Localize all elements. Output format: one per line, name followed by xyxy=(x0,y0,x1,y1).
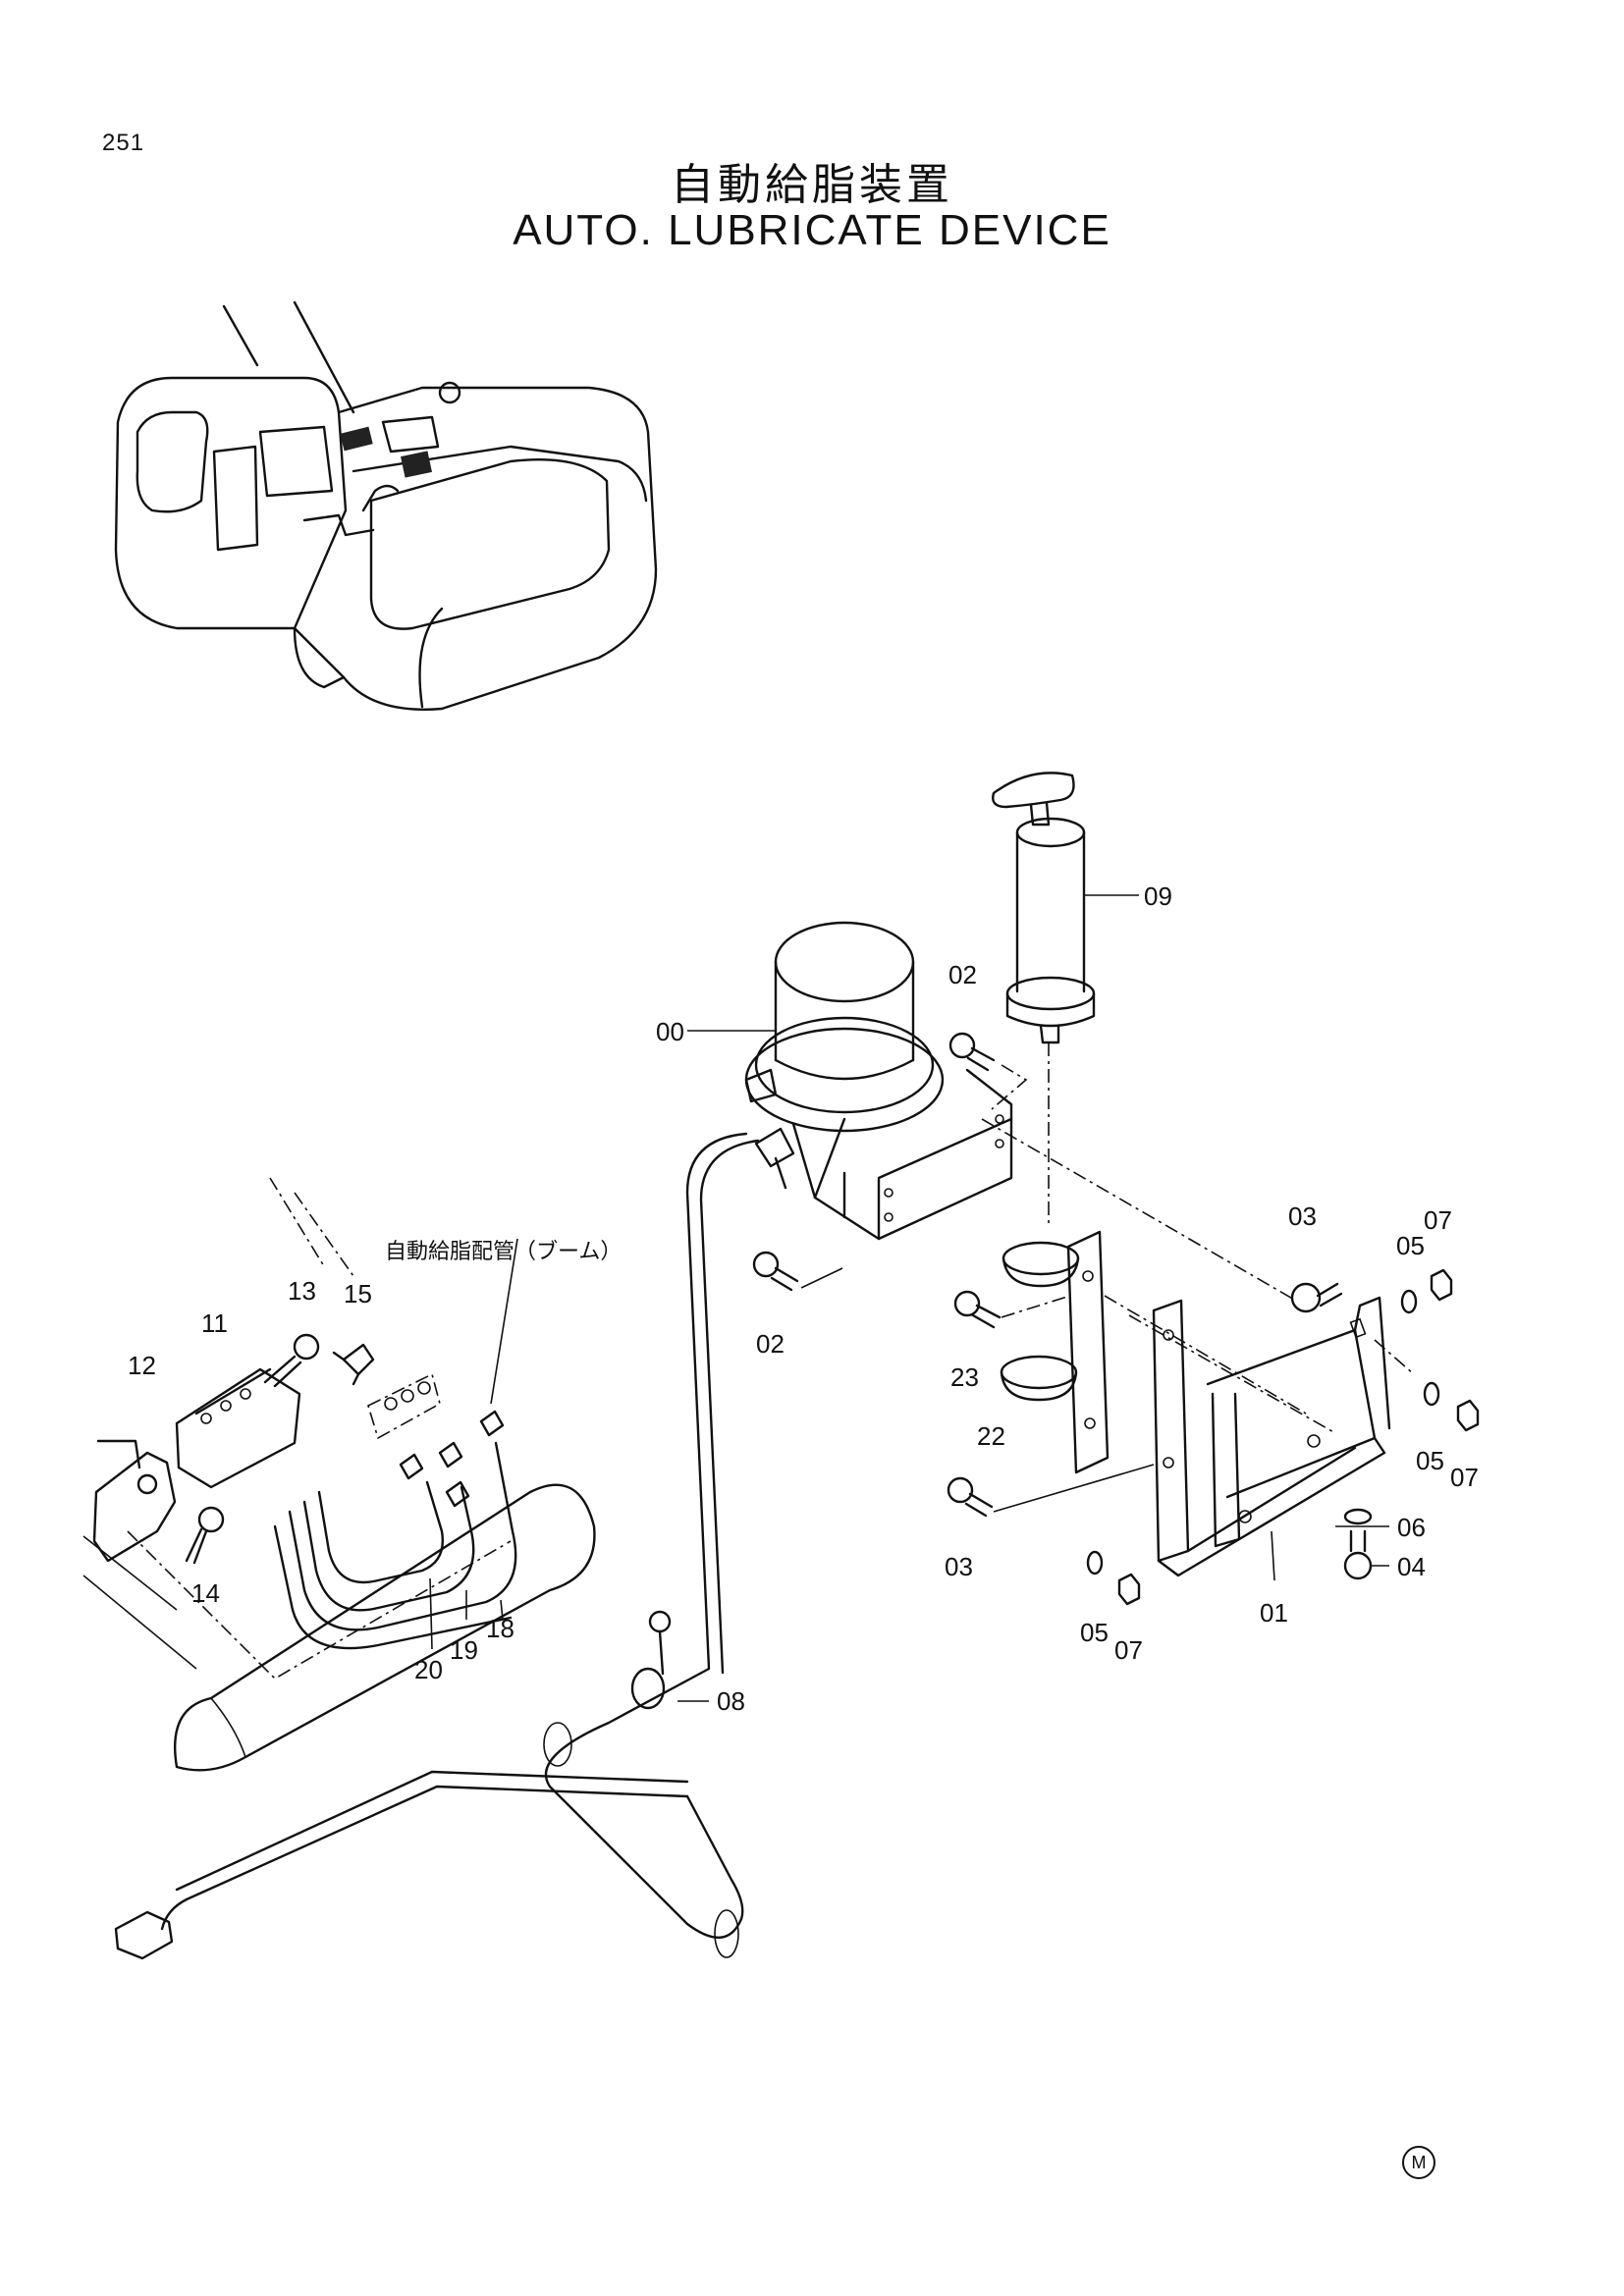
callout-labels: 00 09 02 02 03 03 05 05 05 07 07 07 06 0… xyxy=(128,881,1479,1716)
machine-overview xyxy=(114,300,658,711)
callout-18: 18 xyxy=(486,1614,514,1643)
callout-05-c: 05 xyxy=(1080,1618,1109,1647)
callout-02-upper: 02 xyxy=(948,960,977,989)
callout-09: 09 xyxy=(1144,881,1172,911)
callout-19: 19 xyxy=(450,1635,478,1665)
callout-03-lower: 03 xyxy=(945,1552,973,1581)
callout-05-a: 05 xyxy=(1396,1231,1425,1260)
callout-22: 22 xyxy=(977,1421,1005,1451)
callout-14: 14 xyxy=(191,1578,220,1608)
callout-08: 08 xyxy=(717,1686,745,1716)
callout-23: 23 xyxy=(950,1362,979,1392)
title-english: AUTO. LUBRICATE DEVICE xyxy=(513,206,1111,254)
callout-01: 01 xyxy=(1260,1598,1288,1628)
boom-piping-note: 自動給脂配管（ブーム） xyxy=(385,1240,622,1264)
callout-07-c: 07 xyxy=(1114,1635,1143,1665)
callout-03-upper: 03 xyxy=(1288,1201,1317,1231)
callout-07-a: 07 xyxy=(1424,1205,1452,1235)
callout-20: 20 xyxy=(414,1655,443,1684)
callout-00: 00 xyxy=(656,1017,684,1046)
callout-04: 04 xyxy=(1397,1552,1426,1581)
callout-15: 15 xyxy=(344,1279,372,1308)
callout-12: 12 xyxy=(128,1351,156,1380)
feed-hose xyxy=(114,1132,760,1960)
boom-piping-detail xyxy=(82,1177,596,1772)
callout-leaders xyxy=(687,1030,1389,1567)
title-japanese: 自動給脂装置 xyxy=(671,160,953,210)
callout-05-b: 05 xyxy=(1416,1446,1444,1475)
lubrication-pump-assembly xyxy=(744,772,1480,1606)
callout-02-lower: 02 xyxy=(756,1329,785,1359)
manufacturer-mark: M xyxy=(1402,2146,1435,2179)
callout-11: 11 xyxy=(201,1308,228,1338)
callout-13: 13 xyxy=(288,1276,316,1306)
callout-07-b: 07 xyxy=(1450,1463,1479,1492)
callout-06: 06 xyxy=(1397,1513,1426,1542)
page-number: 251 xyxy=(102,130,145,156)
